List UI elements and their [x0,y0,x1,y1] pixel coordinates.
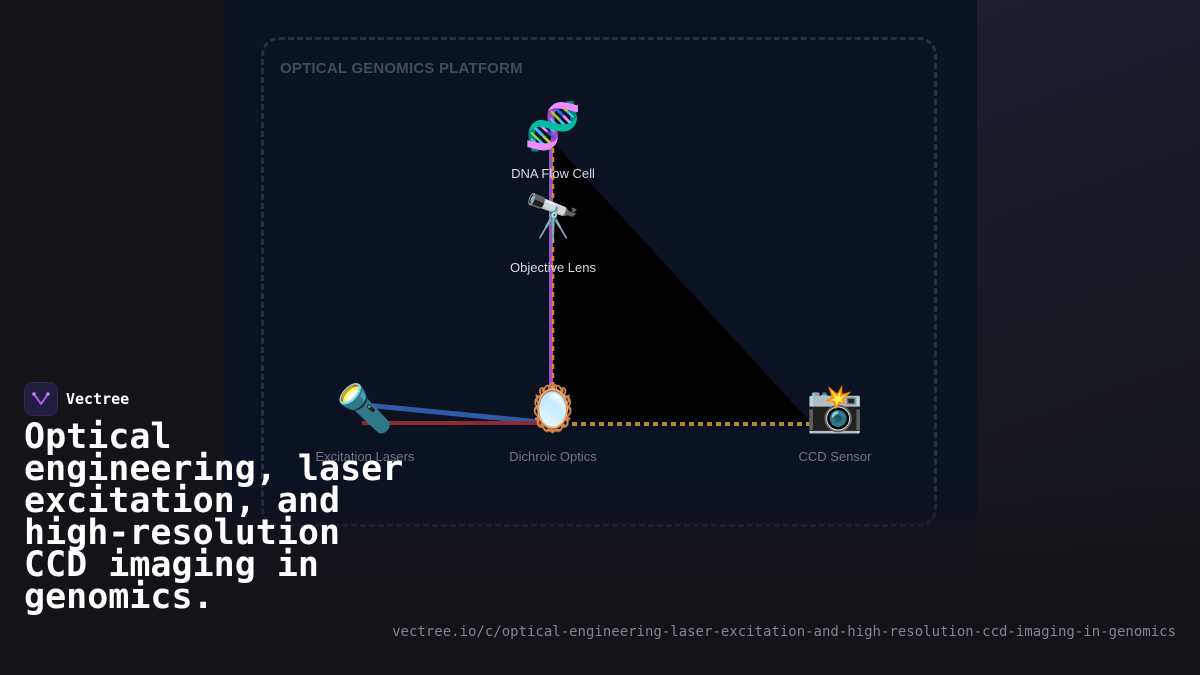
laser-beam-blue [364,402,541,425]
dna-icon: 🧬 [524,100,582,152]
node-label-lasers: Excitation Lasers [315,449,415,464]
page-url[interactable]: vectree.io/c/optical-engineering-laser-e… [392,624,1176,640]
mirror-icon: 🪞 [524,382,582,434]
brand-name: Vectree [66,390,130,408]
vectree-logo-icon [24,382,58,416]
node-label-objective: Objective Lens [510,260,596,275]
node-label-flow-cell: DNA Flow Cell [511,166,595,181]
flashlight-icon: 🔦 [336,382,394,434]
telescope-icon: 🔭 [524,192,582,244]
brand: Vectree [24,382,129,416]
node-label-ccd: CCD Sensor [798,449,872,464]
bottom-fade-overlay [0,480,1200,675]
camera-flash-icon: 📸 [806,382,864,434]
headline: Optical engineering, laser excitation, a… [24,417,404,617]
node-label-dichroic: Dichroic Optics [509,449,597,464]
emission-cone [553,142,812,424]
panel-title: OPTICAL GENOMICS PLATFORM [280,60,523,77]
